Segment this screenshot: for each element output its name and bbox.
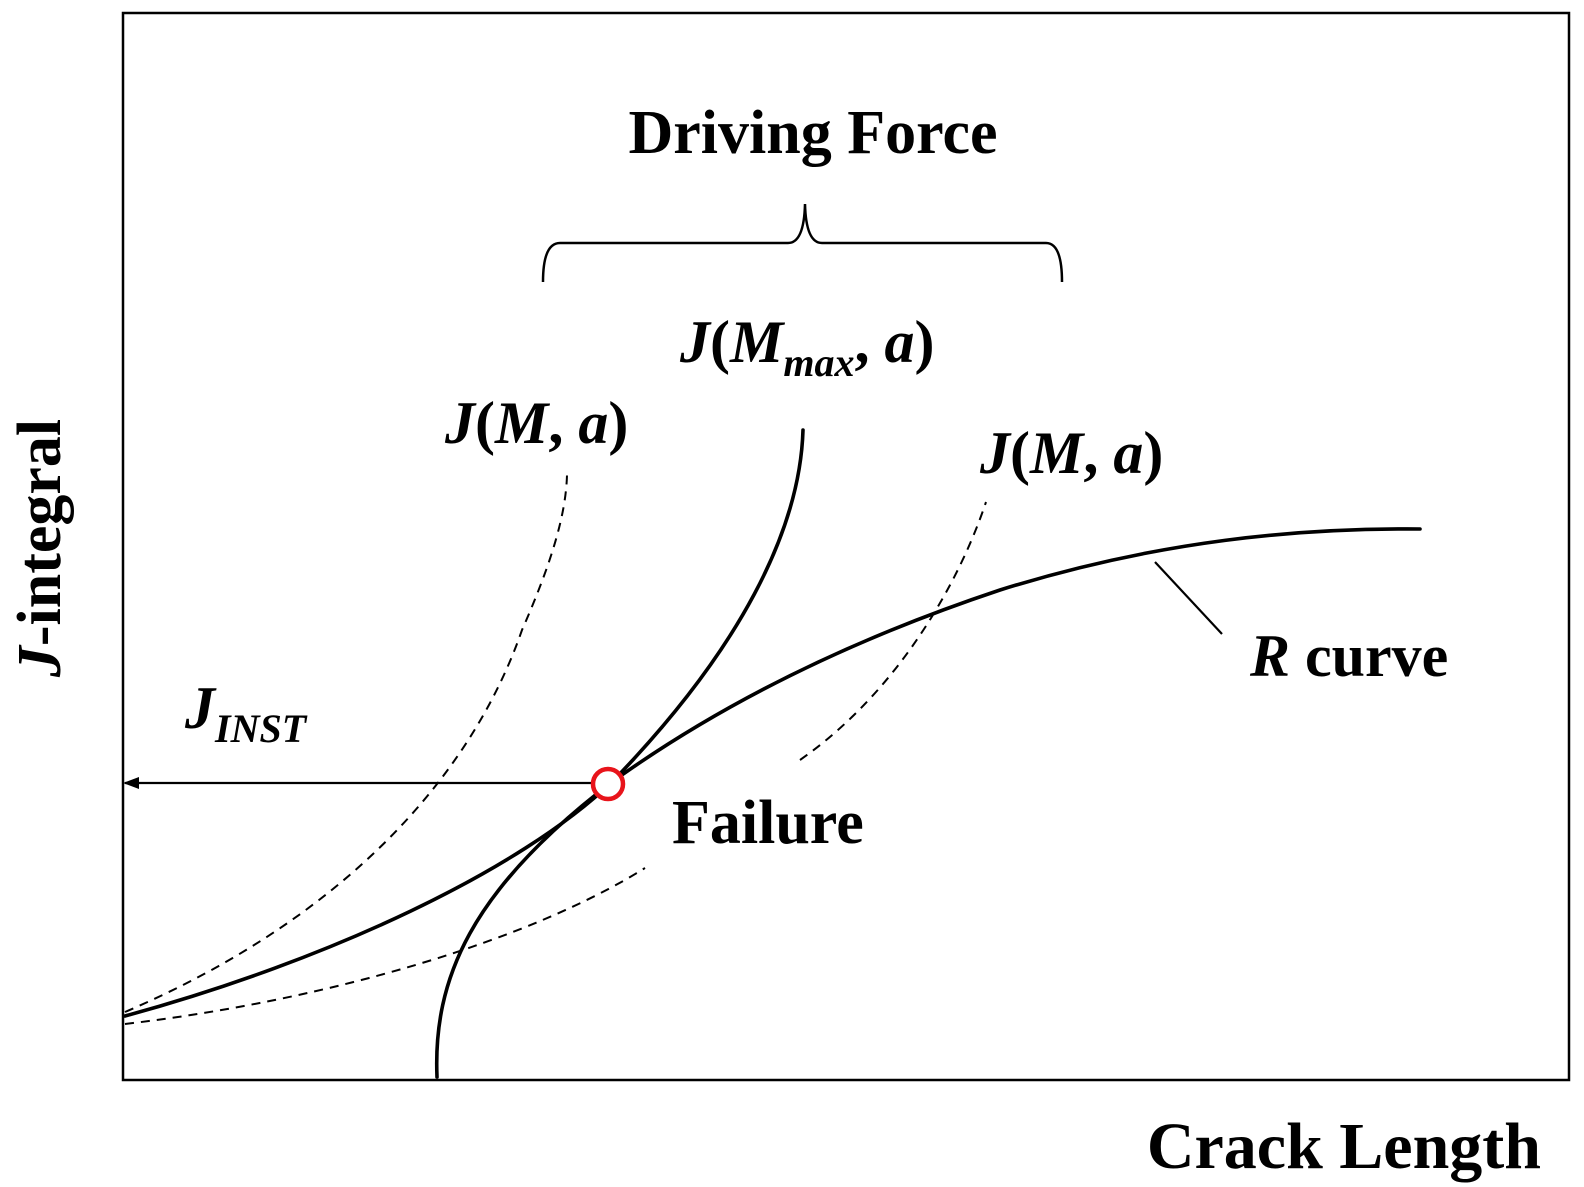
j-mmax-curve bbox=[434, 428, 805, 1079]
j-inst-label: JINST bbox=[184, 675, 308, 751]
plot-frame bbox=[121, 11, 1571, 1082]
j-m-curve-right-upper bbox=[799, 501, 987, 761]
y-axis-label: J-integral bbox=[6, 419, 74, 678]
r-curve-label: R curve bbox=[1249, 623, 1448, 689]
j-m-label-right: J(M, a) bbox=[979, 420, 1163, 486]
j-m-label-left: J(M, a) bbox=[444, 390, 628, 456]
failure-marker bbox=[590, 766, 626, 802]
j-mmax-label: J(Mmax, a) bbox=[679, 309, 934, 385]
j-m-curve-right-lower bbox=[124, 867, 646, 1025]
r-curve-leader bbox=[1154, 561, 1223, 635]
j-m-curve-left bbox=[124, 474, 568, 1013]
x-axis-label: Crack Length bbox=[1147, 1110, 1541, 1183]
failure-label: Failure bbox=[672, 789, 864, 857]
r-curve bbox=[123, 527, 1422, 1018]
driving-force-brace bbox=[541, 203, 1064, 283]
driving-force-label: Driving Force bbox=[628, 99, 997, 167]
